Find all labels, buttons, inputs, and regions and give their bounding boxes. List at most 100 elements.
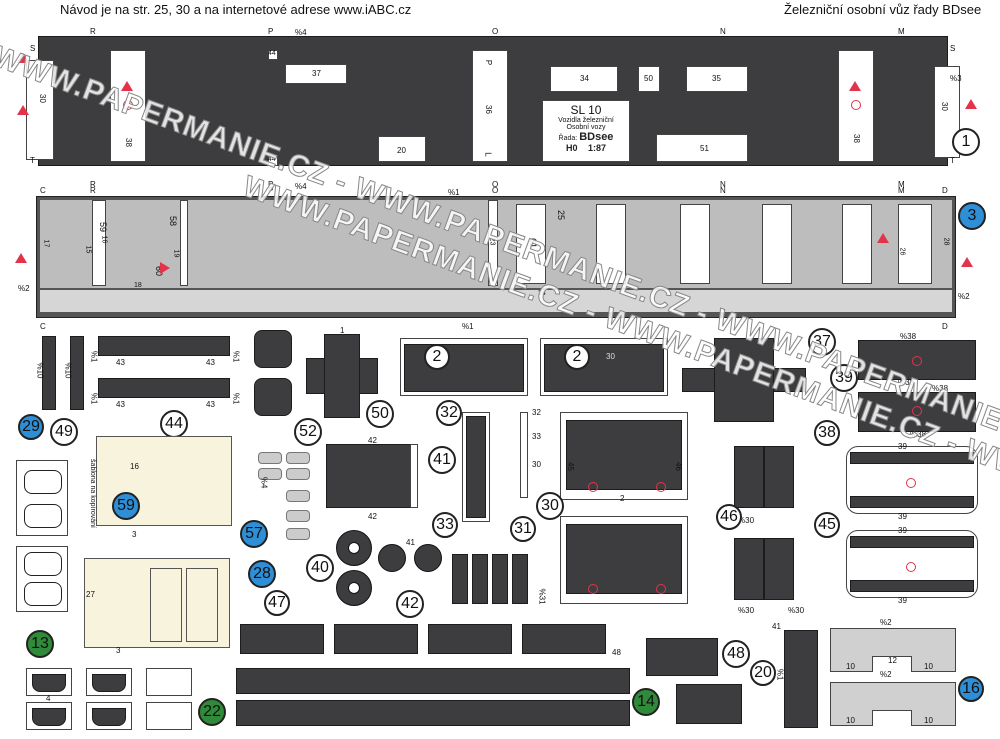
side-letter-o: O — [492, 186, 499, 195]
side-window-61d — [762, 204, 792, 284]
pct2-c: %2 — [880, 618, 892, 627]
n42-b: 42 — [368, 512, 377, 521]
part-13-b-fill — [92, 674, 126, 692]
register-mark — [851, 100, 861, 110]
sheet-title: Železniční osobní vůz řady BDsee — [784, 2, 982, 17]
block — [512, 554, 528, 604]
roller — [286, 452, 310, 464]
part-14-strip-b — [236, 700, 630, 726]
roof-end-letter-t: T — [30, 156, 35, 165]
badge-1: 1 — [952, 128, 980, 156]
pct4-top: %4 — [295, 28, 307, 37]
badge-28: 28 — [248, 560, 276, 588]
badge-13: 13 — [26, 630, 54, 658]
part-38-band-b1 — [850, 536, 974, 548]
part-36 — [472, 50, 508, 162]
badge-29: 29 — [18, 414, 44, 440]
red-marker — [160, 262, 170, 274]
part-38-band-a1 — [850, 452, 974, 464]
side-window-61e — [842, 204, 872, 284]
n43-c: 43 — [116, 400, 125, 409]
side-label-15: 15 — [84, 245, 92, 254]
n4: 4 — [46, 694, 51, 703]
n30: 30 — [606, 352, 615, 361]
part-36-l: L — [483, 152, 493, 157]
register-mark — [588, 584, 598, 594]
n39-c: 39 — [898, 526, 907, 535]
side-letter-n: N — [720, 186, 726, 195]
part-44-top — [268, 50, 278, 60]
register-mark — [656, 482, 666, 492]
part-47-c — [428, 624, 512, 654]
red-marker — [965, 99, 977, 109]
part-37-box-v — [714, 338, 774, 422]
badge-47: 47 — [264, 590, 290, 616]
n32: 32 — [532, 408, 541, 417]
part-2a-inner — [404, 344, 524, 392]
side-letter-c-b: C — [40, 322, 46, 331]
register-mark — [123, 100, 133, 110]
part-41 — [326, 444, 416, 508]
badge-38: 38 — [814, 420, 840, 446]
pct38-b: %38 — [898, 378, 915, 387]
part-20 — [378, 136, 426, 162]
roof-letter-o: O — [492, 27, 499, 36]
roof-letter-m: M — [898, 27, 905, 36]
title-plate-series-label: Řada: — [558, 135, 578, 142]
part-35-label: 35 — [712, 74, 721, 83]
part-57-rollers — [254, 450, 314, 540]
roof-end-letter-s: S — [30, 44, 36, 53]
badge-45: 45 — [814, 512, 840, 538]
part-44-step-b — [98, 378, 230, 398]
badge-30: 30 — [536, 492, 564, 520]
pct1-d: %1 — [231, 350, 241, 363]
part-42-wheel-a — [378, 544, 406, 572]
window-shape-a — [24, 470, 62, 494]
side-letter-d: D — [942, 186, 948, 195]
roof-letter-r-b: R — [90, 180, 96, 189]
part-52-b — [254, 378, 292, 416]
roof-letter-n-b: N — [720, 180, 726, 189]
roof-letter-m-b: M — [898, 180, 905, 189]
side-lower-band — [40, 290, 952, 312]
badge-39: 39 — [830, 364, 858, 392]
side-label-26: 26 — [898, 247, 906, 256]
badge-20: 20 — [750, 660, 776, 686]
badge-41: 41 — [428, 446, 456, 474]
badge-14: 14 — [632, 688, 660, 716]
title-plate-series: BDsee — [579, 131, 614, 143]
badge-50: 50 — [366, 400, 394, 428]
part-42-wheel-b — [414, 544, 442, 572]
part-46-inner-b — [566, 524, 682, 594]
n39-a: 39 — [898, 442, 907, 451]
roof-letter-r: R — [90, 27, 96, 36]
roof-letter-n: N — [720, 27, 726, 36]
part-37-label: 37 — [312, 69, 321, 78]
side-door — [898, 204, 932, 284]
roof-left-38: 38 — [123, 138, 133, 147]
part-44-step-a — [98, 336, 230, 356]
badge-57: 57 — [240, 520, 268, 548]
part-2b-inner — [544, 344, 664, 392]
side-letter-d-b: D — [942, 322, 948, 331]
badge-2b: 2 — [564, 344, 590, 370]
n10-d: 10 — [924, 716, 933, 725]
block — [452, 554, 468, 604]
part-22-b — [146, 702, 192, 730]
part-34-label: 34 — [580, 74, 589, 83]
n43-a: 43 — [116, 358, 125, 367]
pct38-a: %38 — [900, 332, 917, 341]
roof-letter-t: T — [950, 156, 955, 165]
part-13-c-fill — [32, 708, 66, 726]
part-22-a — [146, 668, 192, 696]
n45: 45 — [565, 462, 575, 471]
badge-2a: 2 — [424, 344, 450, 370]
side-label-18: 18 — [134, 282, 142, 289]
red-marker — [849, 81, 861, 91]
instructions-note: Návod je na str. 25, 30 a na internetové… — [60, 2, 412, 17]
n3-b: 3 — [116, 646, 121, 655]
part-45-c — [734, 538, 764, 600]
n41: 41 — [406, 538, 415, 547]
part-46-inner-a — [566, 420, 682, 490]
badge-44: 44 — [160, 410, 188, 438]
